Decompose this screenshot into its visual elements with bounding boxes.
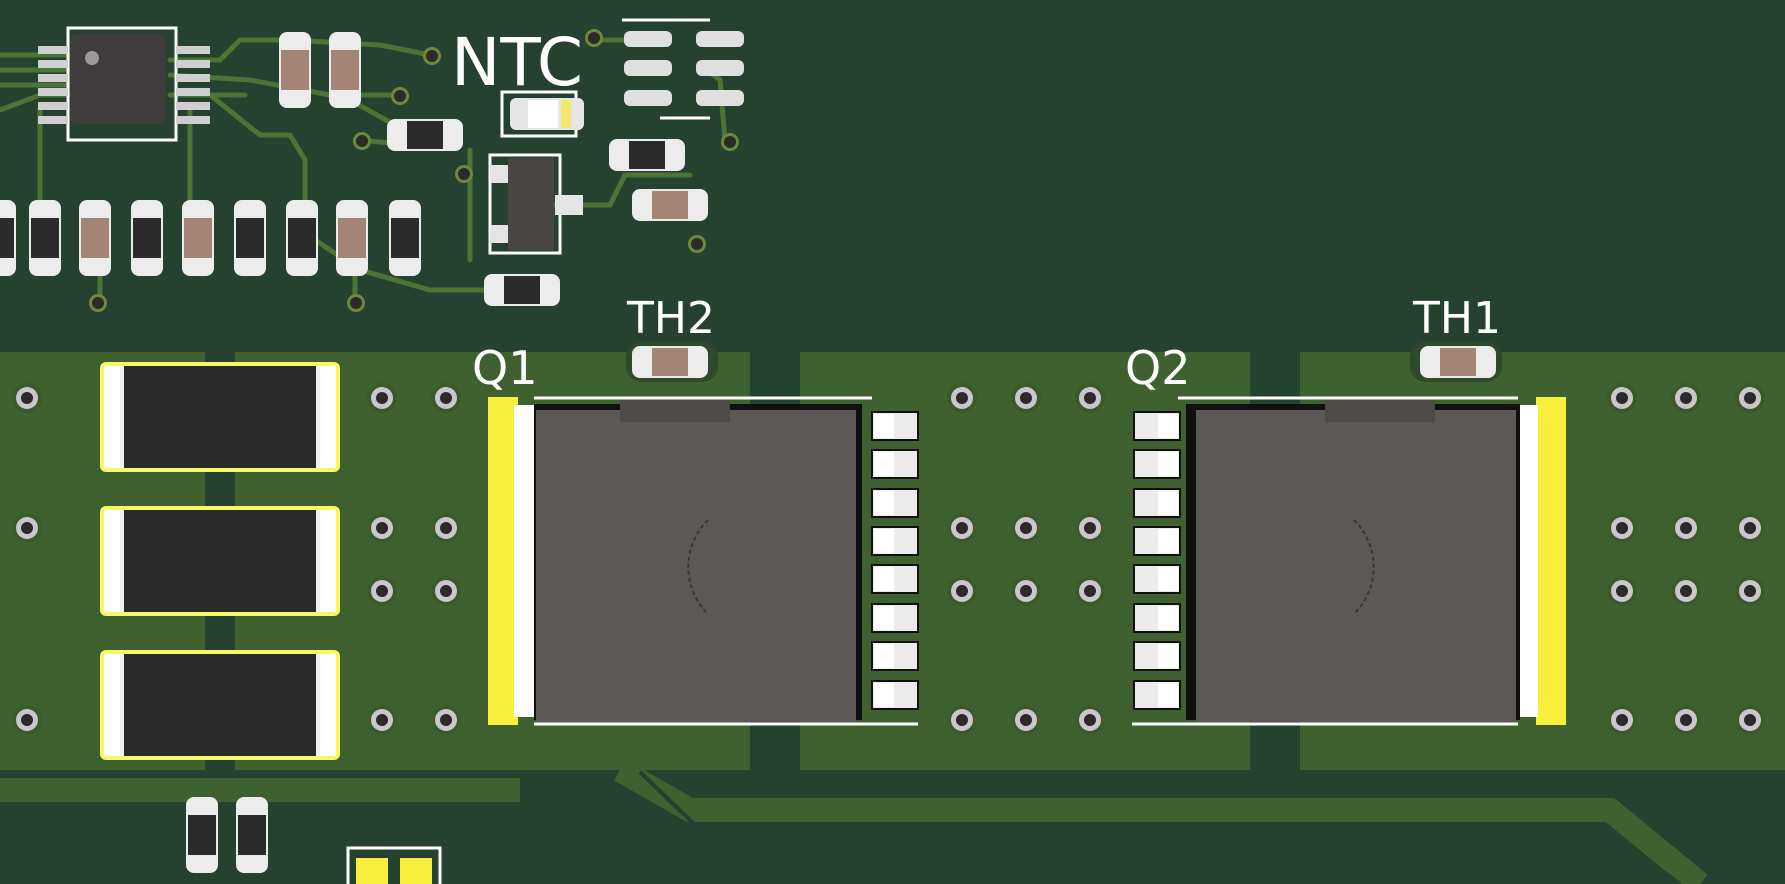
bottom-traces <box>0 759 1708 884</box>
q2-label: Q2 <box>1125 341 1190 395</box>
th2-component <box>626 342 718 382</box>
bottom-trace-outline <box>638 770 1682 884</box>
q2-mosfet <box>1132 396 1566 726</box>
th2-label: TH2 <box>626 293 715 344</box>
sot23-regulator <box>488 153 583 255</box>
q1-label: Q1 <box>472 341 537 395</box>
power-capacitors <box>100 362 340 760</box>
msop-ic <box>38 26 210 142</box>
ntc-component <box>510 98 584 130</box>
bottom-connector <box>346 846 442 884</box>
soic-footprint <box>622 18 744 120</box>
q1-mosfet <box>488 396 919 726</box>
ntc-label: NTC <box>451 24 583 101</box>
th1-label: TH1 <box>1412 293 1501 344</box>
th1-component <box>1410 342 1502 382</box>
